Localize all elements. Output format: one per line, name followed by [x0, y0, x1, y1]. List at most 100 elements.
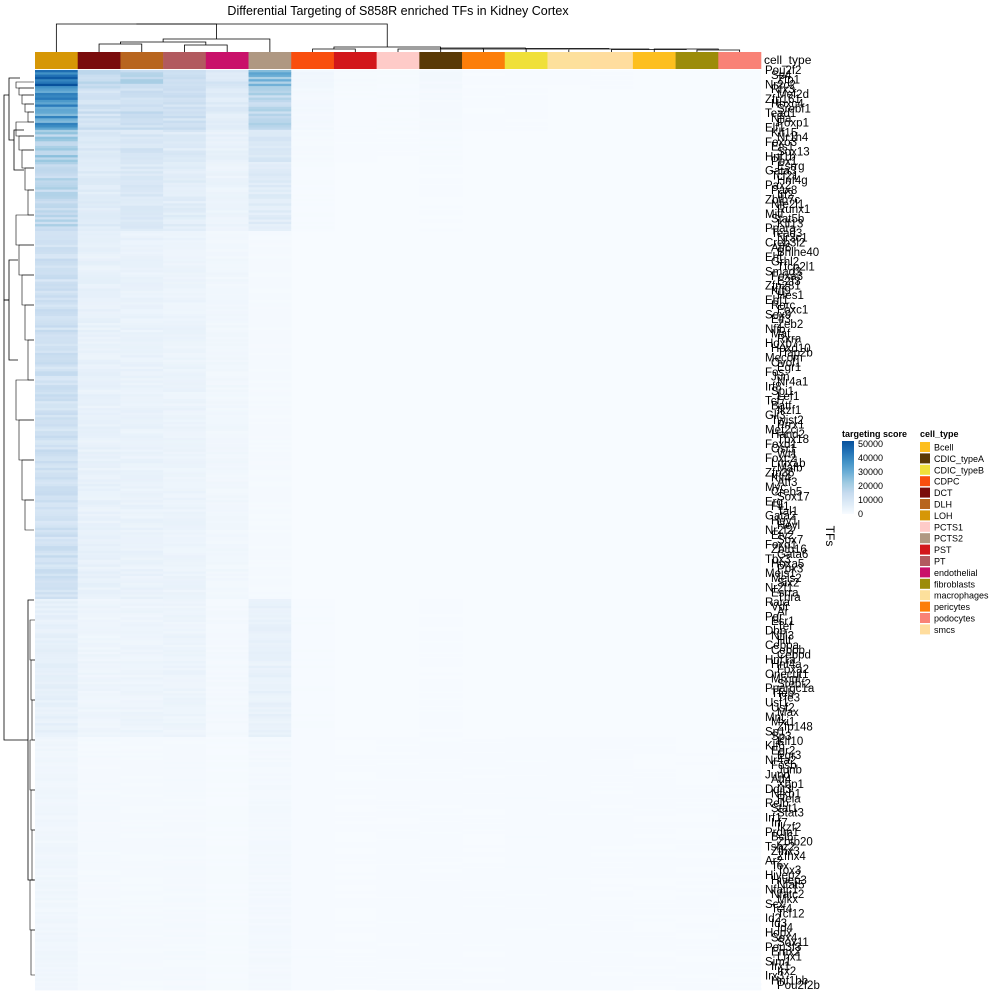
tf-row-label: Twist2	[771, 415, 804, 427]
heatmap-cell	[77, 732, 121, 736]
tf-row-label: Zeb2	[777, 319, 803, 331]
tf-row-label: Tead1	[765, 108, 796, 120]
heatmap-cell	[248, 212, 292, 216]
heatmap-cell	[291, 725, 335, 729]
heatmap-cell	[419, 762, 463, 765]
heatmap-cell	[120, 412, 164, 416]
heatmap-cell	[504, 911, 548, 915]
heatmap-cell	[120, 159, 164, 163]
tf-row-label: Hand2	[771, 429, 805, 441]
heatmap-cell	[77, 426, 121, 430]
heatmap-cell	[504, 819, 548, 823]
heatmap-cell	[291, 925, 335, 929]
heatmap-cell	[35, 553, 79, 556]
heatmap-cell	[77, 716, 121, 719]
heatmap-cell	[120, 734, 164, 738]
heatmap-cell	[291, 104, 335, 108]
heatmap-cell	[163, 451, 207, 455]
heatmap-cell	[35, 870, 79, 874]
heatmap-cell	[248, 93, 292, 96]
heatmap-cell	[35, 594, 79, 598]
legend-label-pericytes: pericytes	[934, 602, 971, 612]
heatmap-cell	[163, 148, 207, 151]
heatmap-cell	[77, 665, 121, 669]
heatmap-cell	[632, 858, 676, 862]
heatmap-cell	[120, 787, 164, 791]
heatmap-cell	[120, 950, 164, 954]
heatmap-cell	[163, 780, 207, 784]
heatmap-cell	[248, 226, 292, 230]
heatmap-cell	[376, 960, 420, 963]
heatmap-cell	[205, 881, 249, 885]
heatmap-cell	[163, 787, 207, 791]
heatmap-cell	[35, 861, 79, 864]
heatmap-cell	[77, 313, 121, 317]
heatmap-cell	[376, 916, 420, 920]
heatmap-cell	[547, 944, 591, 947]
heatmap-cell	[205, 548, 249, 552]
heatmap-cell	[163, 778, 207, 782]
heatmap-cell	[120, 148, 164, 151]
tf-row-label: Klf10	[777, 736, 803, 748]
heatmap-cell	[419, 122, 463, 126]
heatmap-cell	[205, 382, 249, 386]
heatmap-cell	[718, 865, 762, 869]
heatmap-cell	[291, 185, 335, 188]
heatmap-cell	[120, 550, 164, 554]
heatmap-cell	[77, 955, 121, 959]
heatmap-cell	[376, 923, 420, 926]
heatmap-cell	[205, 918, 249, 922]
heatmap-cell	[35, 631, 79, 634]
heatmap-cell	[77, 709, 121, 713]
heatmap-cell	[205, 520, 249, 524]
heatmap-cell	[35, 734, 79, 738]
heatmap-cell	[248, 274, 292, 278]
heatmap-cell	[291, 615, 335, 618]
heatmap-cell	[419, 743, 463, 747]
heatmap-cell	[718, 944, 762, 947]
heatmap-cell	[590, 808, 634, 811]
heatmap-cell	[205, 686, 249, 690]
heatmap-cell	[419, 132, 463, 135]
heatmap-cell	[120, 624, 164, 627]
heatmap-cell	[291, 877, 335, 880]
heatmap-cell	[291, 856, 335, 860]
heatmap-cell	[35, 520, 79, 524]
heatmap-cell	[35, 120, 79, 124]
heatmap-cell	[248, 97, 292, 101]
heatmap-cell	[205, 346, 249, 349]
heatmap-cell	[504, 741, 548, 745]
heatmap-cell	[333, 881, 378, 885]
tf-row-label: Klf9	[771, 285, 791, 297]
heatmap-cell	[163, 346, 207, 349]
heatmap-cell	[120, 852, 164, 855]
heatmap-cell	[333, 159, 378, 163]
heatmap-cell	[163, 651, 207, 655]
heatmap-cell	[248, 812, 292, 816]
heatmap-cell	[120, 336, 164, 340]
heatmap-cell	[675, 923, 719, 926]
heatmap-cell	[120, 941, 164, 945]
heatmap-cell	[376, 877, 420, 880]
heatmap-cell	[77, 364, 121, 368]
heatmap-cell	[376, 120, 420, 124]
heatmap-cell	[205, 313, 249, 317]
heatmap-cell	[163, 587, 207, 591]
heatmap-cell	[120, 939, 164, 943]
heatmap-cell	[205, 456, 249, 460]
heatmap-cell	[205, 688, 249, 692]
heatmap-cell	[77, 118, 121, 121]
heatmap-cell	[120, 70, 164, 73]
heatmap-cell	[504, 762, 548, 765]
heatmap-cell	[205, 178, 249, 181]
heatmap-cell	[504, 858, 548, 862]
heatmap-cell	[163, 362, 207, 365]
heatmap-cell	[77, 640, 121, 644]
heatmap-cell	[632, 856, 676, 860]
heatmap-cell	[291, 904, 335, 908]
heatmap-cell	[120, 523, 164, 526]
heatmap-cell	[291, 789, 335, 793]
heatmap-cell	[248, 831, 292, 834]
tf-row-label: Klf13	[777, 218, 803, 230]
heatmap-cell	[248, 835, 292, 839]
